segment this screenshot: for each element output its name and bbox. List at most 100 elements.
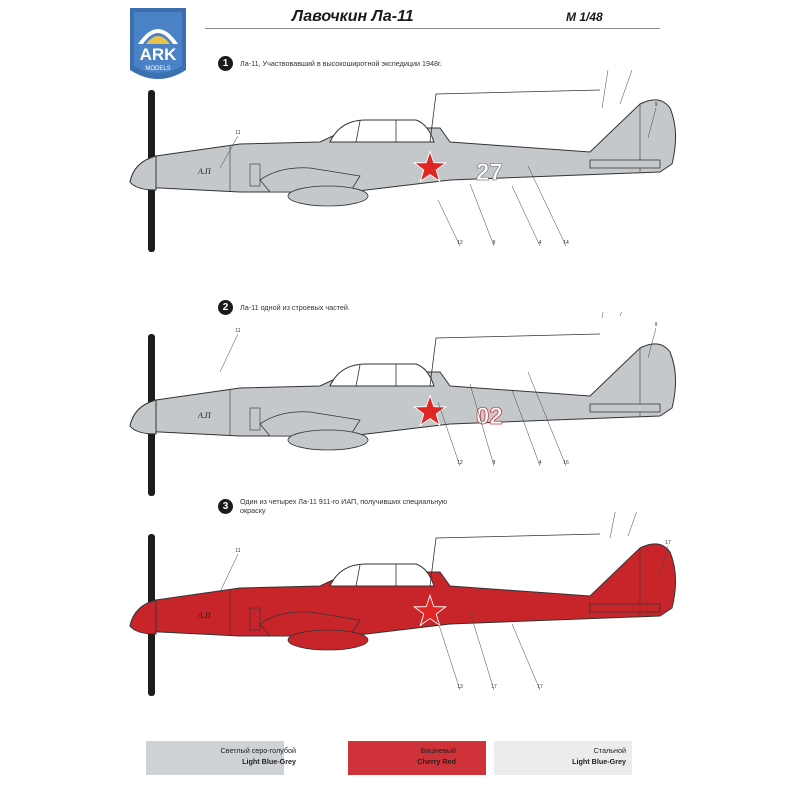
- callout-label: 16: [605, 68, 611, 70]
- canopy-frame-left: [355, 120, 361, 143]
- callout-label: 14: [563, 240, 569, 246]
- header-rule: [205, 28, 660, 29]
- cockpit-canopy: [329, 119, 435, 143]
- legend-label-3-ru: Стальной: [593, 746, 626, 755]
- callout-leader: [437, 199, 461, 247]
- antenna-wire: [429, 533, 601, 587]
- tailplane: [589, 403, 661, 413]
- profile-3-caption-line2: окраску: [240, 506, 266, 515]
- underwing-fairing: [287, 629, 369, 651]
- callout-leader: [219, 135, 239, 169]
- legend-label-1-ru: Светлый серо-голубой: [220, 746, 296, 755]
- callout-label: 16: [563, 460, 569, 466]
- aircraft-profile-3: А.П11161617131717: [129, 512, 676, 696]
- legend-label-2-en: Cherry Red: [417, 757, 456, 766]
- callout-label: 11: [235, 328, 240, 334]
- fuselage-code: 27: [476, 159, 503, 186]
- logo-brand-sub: MODELS: [145, 66, 170, 72]
- propeller-spinner: [129, 399, 157, 435]
- callout-label: 9: [655, 322, 658, 328]
- cowl-inscription: А.П: [197, 411, 212, 420]
- profile-3-caption-line1: Один из четырех Ла-11 911-го ИАП, получи…: [240, 497, 448, 506]
- aircraft-drawing: 27 А.П 11 16 16 9 12 8 4 14: [129, 68, 676, 252]
- propeller-blade-lower: [148, 416, 155, 496]
- aircraft-profile-1: 27 А.П 11 16 16 9 12 8 4 14: [129, 68, 676, 252]
- legend-swatch-light-blue-grey: [146, 741, 284, 775]
- profile-1-number: 1: [218, 56, 233, 71]
- cowl-access-panel: [249, 607, 261, 631]
- callout-leader: [647, 107, 657, 139]
- callout-label: 13: [457, 684, 463, 690]
- propeller-blade-upper: [148, 334, 155, 414]
- underwing-fairing: [287, 185, 369, 207]
- ark-models-logo: ARK MODELS: [126, 8, 190, 84]
- callout-leader: [219, 333, 239, 373]
- callout-label: 17: [491, 684, 497, 690]
- callout-leader: [511, 389, 541, 467]
- legend-label-2: Вишневый Cherry Red: [356, 745, 456, 767]
- callout-label: 9: [655, 102, 658, 108]
- callout-leader: [609, 512, 616, 539]
- callout-label: 11: [235, 548, 240, 554]
- callout-leader: [627, 512, 637, 537]
- propeller-blade-lower: [148, 172, 155, 252]
- propeller-blade-lower: [148, 616, 155, 696]
- legend-label-2-ru: Вишневый: [420, 746, 456, 755]
- cowl-inscription: А.П: [197, 611, 212, 620]
- callout-leader: [619, 312, 622, 317]
- callout-label: 12: [457, 240, 463, 246]
- profile-3-number: 3: [218, 499, 233, 514]
- scale-label: М 1/48: [566, 10, 603, 24]
- aircraft-profile-2: 02А.П1116169128416: [129, 312, 676, 496]
- callout-label: 17: [537, 684, 543, 690]
- canopy-frame-left: [355, 564, 361, 587]
- profile-2-caption: Ла-11 одной из строевых частей.: [240, 303, 350, 312]
- aircraft-drawing: 02А.П1116169128416: [129, 312, 676, 496]
- tailplane: [589, 603, 661, 613]
- fuselage: [129, 343, 676, 437]
- logo-brand-text: ARK: [140, 45, 178, 64]
- callout-label: 12: [457, 460, 463, 466]
- callout-label: 8: [493, 240, 496, 246]
- aircraft-drawing: А.П11161617131717: [129, 512, 676, 696]
- callout-label: 16: [629, 68, 635, 70]
- star-insignia: [415, 597, 445, 625]
- propeller-spinner: [129, 155, 157, 191]
- legend-swatch-steel: [494, 741, 632, 775]
- callout-leader: [437, 621, 461, 691]
- cowl-inscription: А.П: [197, 167, 212, 176]
- callout-leader: [527, 165, 567, 247]
- star-insignia: [415, 153, 445, 181]
- callout-leader: [601, 312, 604, 319]
- callout-leader: [601, 69, 609, 109]
- fuselage: [129, 543, 676, 637]
- callout-label: 4: [539, 240, 542, 246]
- canopy-frame-left: [355, 364, 361, 387]
- legend-swatch-cherry-red: [348, 741, 486, 775]
- callout-leader: [647, 327, 657, 359]
- fuselage-code: 02: [476, 403, 503, 430]
- star-insignia: [415, 397, 445, 425]
- profile-1-caption: Ла-11, Участвовавший в высокоширотной эк…: [240, 59, 442, 68]
- callout-leader: [511, 185, 541, 247]
- cowl-access-panel: [249, 407, 261, 431]
- callout-leader: [437, 401, 461, 467]
- propeller-spinner: [129, 599, 157, 635]
- tailplane: [589, 159, 661, 169]
- fuselage: [129, 99, 676, 193]
- legend-label-3: Стальной Light Blue-Grey: [520, 745, 626, 767]
- profile-3-caption: Один из четырех Ла-11 911-го ИАП, получи…: [240, 497, 447, 515]
- antenna-wire: [429, 89, 601, 143]
- callout-label: 11: [235, 130, 240, 136]
- legend-label-1: Светлый серо-голубой Light Blue-Grey: [190, 745, 296, 767]
- callout-leader: [219, 553, 239, 593]
- callout-leader: [619, 69, 633, 105]
- callout-label: 8: [493, 460, 496, 466]
- cockpit-canopy: [329, 363, 435, 387]
- cockpit-canopy: [329, 563, 435, 587]
- callout-leader: [469, 611, 495, 691]
- callout-leader: [511, 623, 541, 691]
- callout-leader: [527, 371, 567, 467]
- propeller-blade-upper: [148, 90, 155, 170]
- callout-label: 4: [539, 460, 542, 466]
